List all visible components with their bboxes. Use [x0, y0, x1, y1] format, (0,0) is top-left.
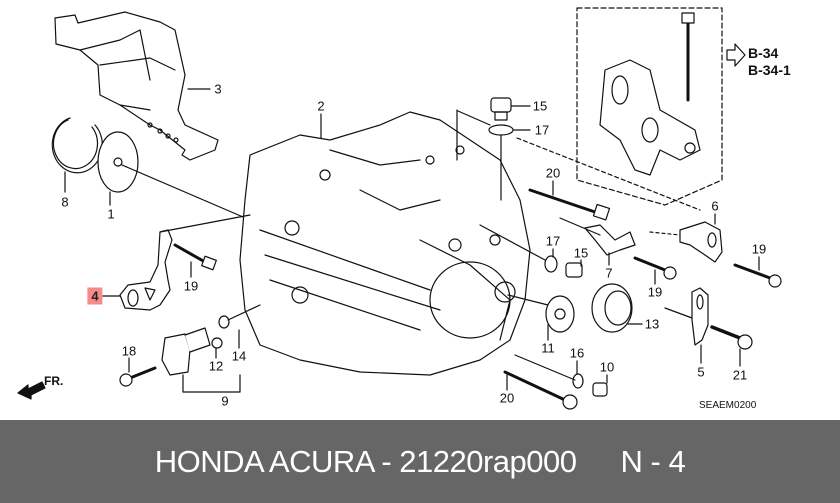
callout-15-mid[interactable]: 15	[573, 245, 589, 261]
footer-part-title: HONDA ACURA - 21220rap000 N - 4	[154, 443, 686, 480]
callout-8[interactable]: 8	[61, 194, 69, 210]
callout-7[interactable]: 7	[605, 265, 613, 281]
part-2-transmission-case-shape	[239, 111, 531, 376]
part-11-plug-shape	[545, 295, 575, 333]
reference-label[interactable]: B-34 B-34-1	[748, 45, 791, 79]
drawing-code: SEAEM0200	[699, 400, 757, 411]
callout-16[interactable]: 16	[569, 345, 585, 361]
callout-20-bottom[interactable]: 20	[499, 390, 515, 406]
reference-b34: B-34	[748, 45, 779, 61]
part-6-bracket-shape	[679, 221, 723, 263]
part-3-cover-shape	[54, 11, 219, 161]
callout-1[interactable]: 1	[107, 206, 115, 222]
callout-4-highlighted[interactable]: 4	[87, 287, 103, 305]
front-arrow-icon	[17, 381, 46, 400]
callout-11[interactable]: 11	[541, 340, 555, 356]
callout-18[interactable]: 18	[121, 343, 137, 359]
callout-21[interactable]: 21	[732, 367, 748, 383]
mount-bracket-shape	[599, 59, 701, 176]
callout-17-top[interactable]: 17	[534, 122, 550, 138]
callout-19-left[interactable]: 19	[183, 278, 199, 294]
callout-19-mid[interactable]: 19	[647, 284, 663, 300]
part-1-disc-shape	[97, 131, 139, 193]
transmission-exploded-drawing	[17, 7, 782, 410]
callout-17-mid[interactable]: 17	[545, 233, 561, 249]
brand-part-number: HONDA ACURA - 21220rap000	[154, 443, 577, 479]
reference-b34-1: B-34-1	[748, 62, 791, 78]
callout-13[interactable]: 13	[644, 316, 660, 332]
front-indicator-label: FR.	[44, 374, 64, 388]
callout-5[interactable]: 5	[697, 364, 705, 380]
part-5-tab-shape	[691, 287, 709, 346]
callout-19-right[interactable]: 19	[751, 241, 767, 257]
callout-6[interactable]: 6	[711, 198, 719, 214]
callout-15-top[interactable]: 15	[532, 98, 548, 114]
footer-bar: HONDA ACURA - 21220rap000 N - 4	[0, 420, 840, 503]
position-number: N - 4	[620, 443, 686, 479]
part-13-seal-shape	[591, 283, 633, 333]
callout-2[interactable]: 2	[317, 98, 325, 114]
callout-3[interactable]: 3	[214, 81, 222, 97]
part-7-bracket-shape	[584, 224, 636, 256]
part-9-sensor-shape	[161, 315, 230, 376]
callout-12[interactable]: 12	[208, 358, 224, 374]
dashed-reference-box	[576, 7, 723, 206]
parts-diagram: 1 2 3 4 5 6 7 8 9 10 11 12 13 14 15 15 1…	[17, 7, 791, 411]
callout-20-top[interactable]: 20	[545, 165, 561, 181]
callout-9[interactable]: 9	[221, 393, 229, 409]
callout-14[interactable]: 14	[231, 348, 247, 364]
callout-10[interactable]: 10	[599, 359, 615, 375]
